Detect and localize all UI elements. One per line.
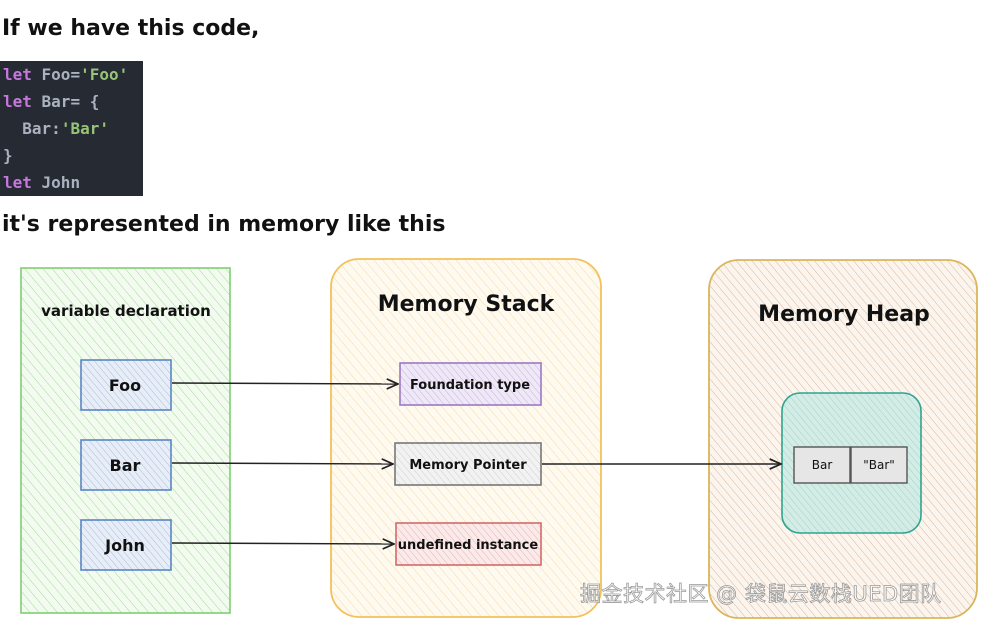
code-token: let [3,65,32,84]
arrow-foo-to-foundation [171,383,398,384]
stack-label-pointer: Memory Pointer [409,458,527,473]
code-token: } [3,146,13,165]
code-token: Bar [3,119,52,138]
heap-key-label: Bar [812,458,833,472]
code-token: 'Foo' [80,65,129,84]
code-snippet: let Foo='Foo'let Bar= { Bar:'Bar'}let Jo… [0,61,143,196]
var-label-john: John [104,536,145,555]
code-token: Foo [31,65,71,84]
code-line: } [3,145,13,167]
stack-item-undefined [395,522,542,566]
stack-item-foundation [399,362,542,406]
arrow-bar-to-pointer [171,463,393,464]
heap-value-box [850,446,908,484]
code-token: let [3,92,32,111]
declaration-panel: variable declaration Foo Bar John [20,267,231,614]
declaration-title: variable declaration [41,302,211,320]
var-label-foo: Foo [109,376,141,395]
intro-heading: If we have this code, [2,16,260,41]
code-token: = { [70,92,100,111]
outro-heading: it's represented in memory like this [2,212,446,237]
heap-value-label: "Bar" [863,458,895,472]
code-line: let John [3,172,80,194]
var-box-bar [80,439,172,491]
stack-panel: Memory Stack Foundation type Memory Poin… [330,258,602,618]
var-box-john [80,519,172,571]
code-line: Bar:'Bar' [3,118,109,140]
stack-title: Memory Stack [378,292,556,317]
code-line: let Bar= { [3,91,99,113]
stack-label-foundation: Foundation type [410,378,530,393]
code-token: Bar [31,92,71,111]
var-label-bar: Bar [110,456,141,475]
code-token: = [70,65,81,84]
var-box-foo [80,359,172,411]
code-line: let Foo='Foo' [3,64,128,86]
code-token: John [31,173,81,192]
stack-item-pointer [394,442,542,486]
heap-title: Memory Heap [758,302,930,327]
code-token: 'Bar' [60,119,109,138]
stack-label-undefined: undefined instance [398,538,539,553]
heap-key-box [793,446,851,484]
watermark: 掘金技术社区 @ 袋鼠云数栈UED团队 [580,582,942,607]
heap-panel: Memory Heap Bar "Bar" [708,259,978,619]
code-token: : [51,119,61,138]
code-token: let [3,173,32,192]
arrow-john-to-undefined [171,543,394,544]
